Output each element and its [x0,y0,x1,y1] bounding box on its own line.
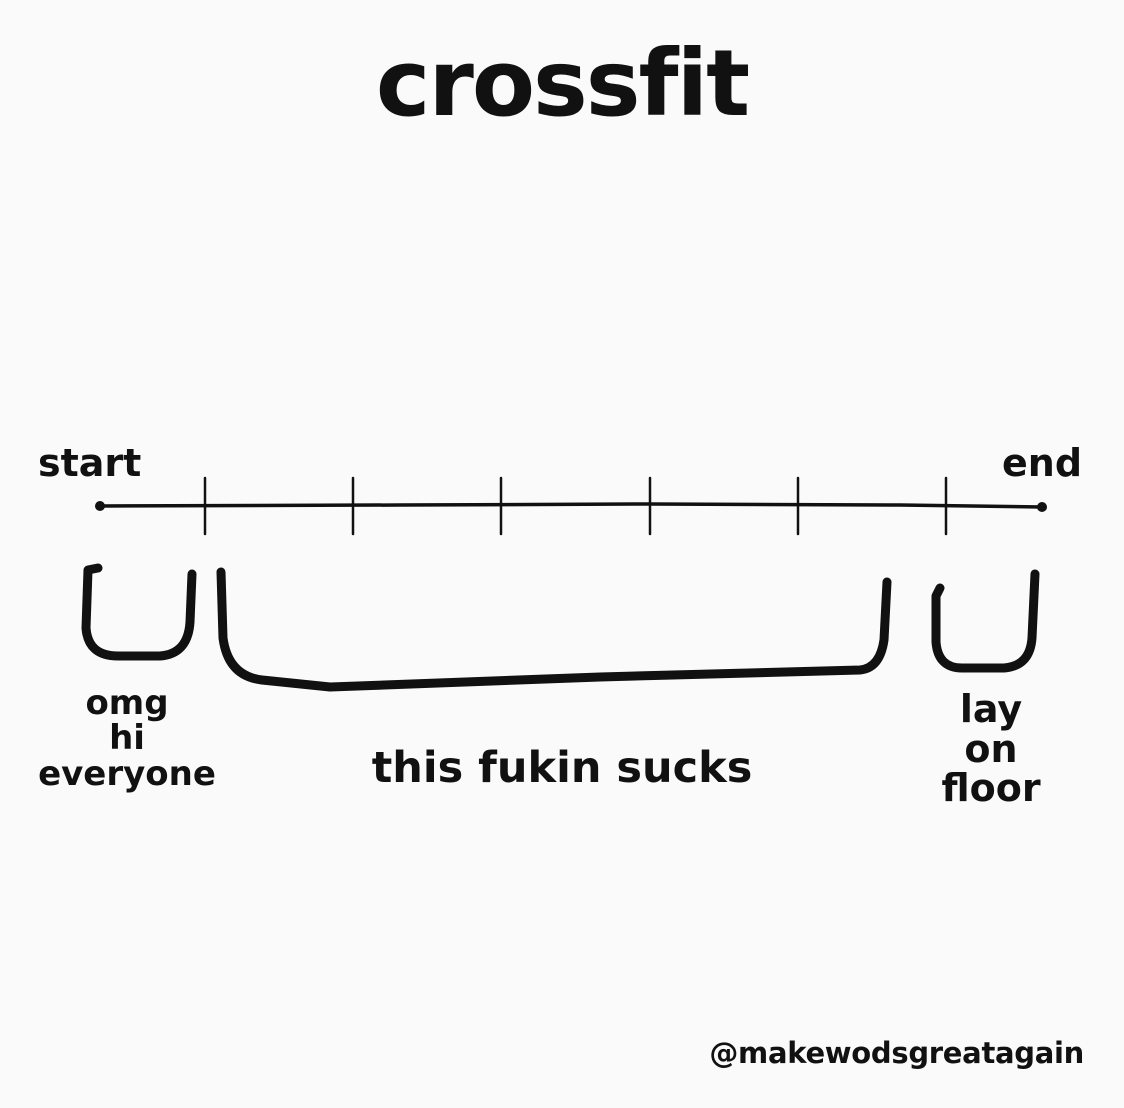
author-credit: @makewodsgreatagain [709,1036,1084,1070]
segment-label-line: lay [959,687,1023,731]
segment-label-line: this fukin sucks [371,743,753,793]
segment-label-line: on [964,726,1018,771]
segment-label-line: everyone [38,753,216,794]
bracket-last [931,569,1040,673]
bracket-middle [216,567,892,692]
segment-label-last: lay on floor [910,687,1072,811]
segment-label-line: floor [941,766,1041,811]
timeline-start-label: start [38,441,142,485]
segment-label-first: omg hi everyone [20,683,234,794]
timeline-end-label: end [1002,441,1083,485]
timeline-start-dot [95,501,105,511]
segment-label-middle: this fukin sucks [340,746,784,791]
segment-label-line: omg [85,683,169,723]
timeline-end-dot [1037,502,1047,512]
segment-label-line: hi [109,718,145,759]
diagram-title: crossfit [375,30,750,137]
bracket-first [81,563,197,661]
timeline-axis-line [98,502,1044,509]
